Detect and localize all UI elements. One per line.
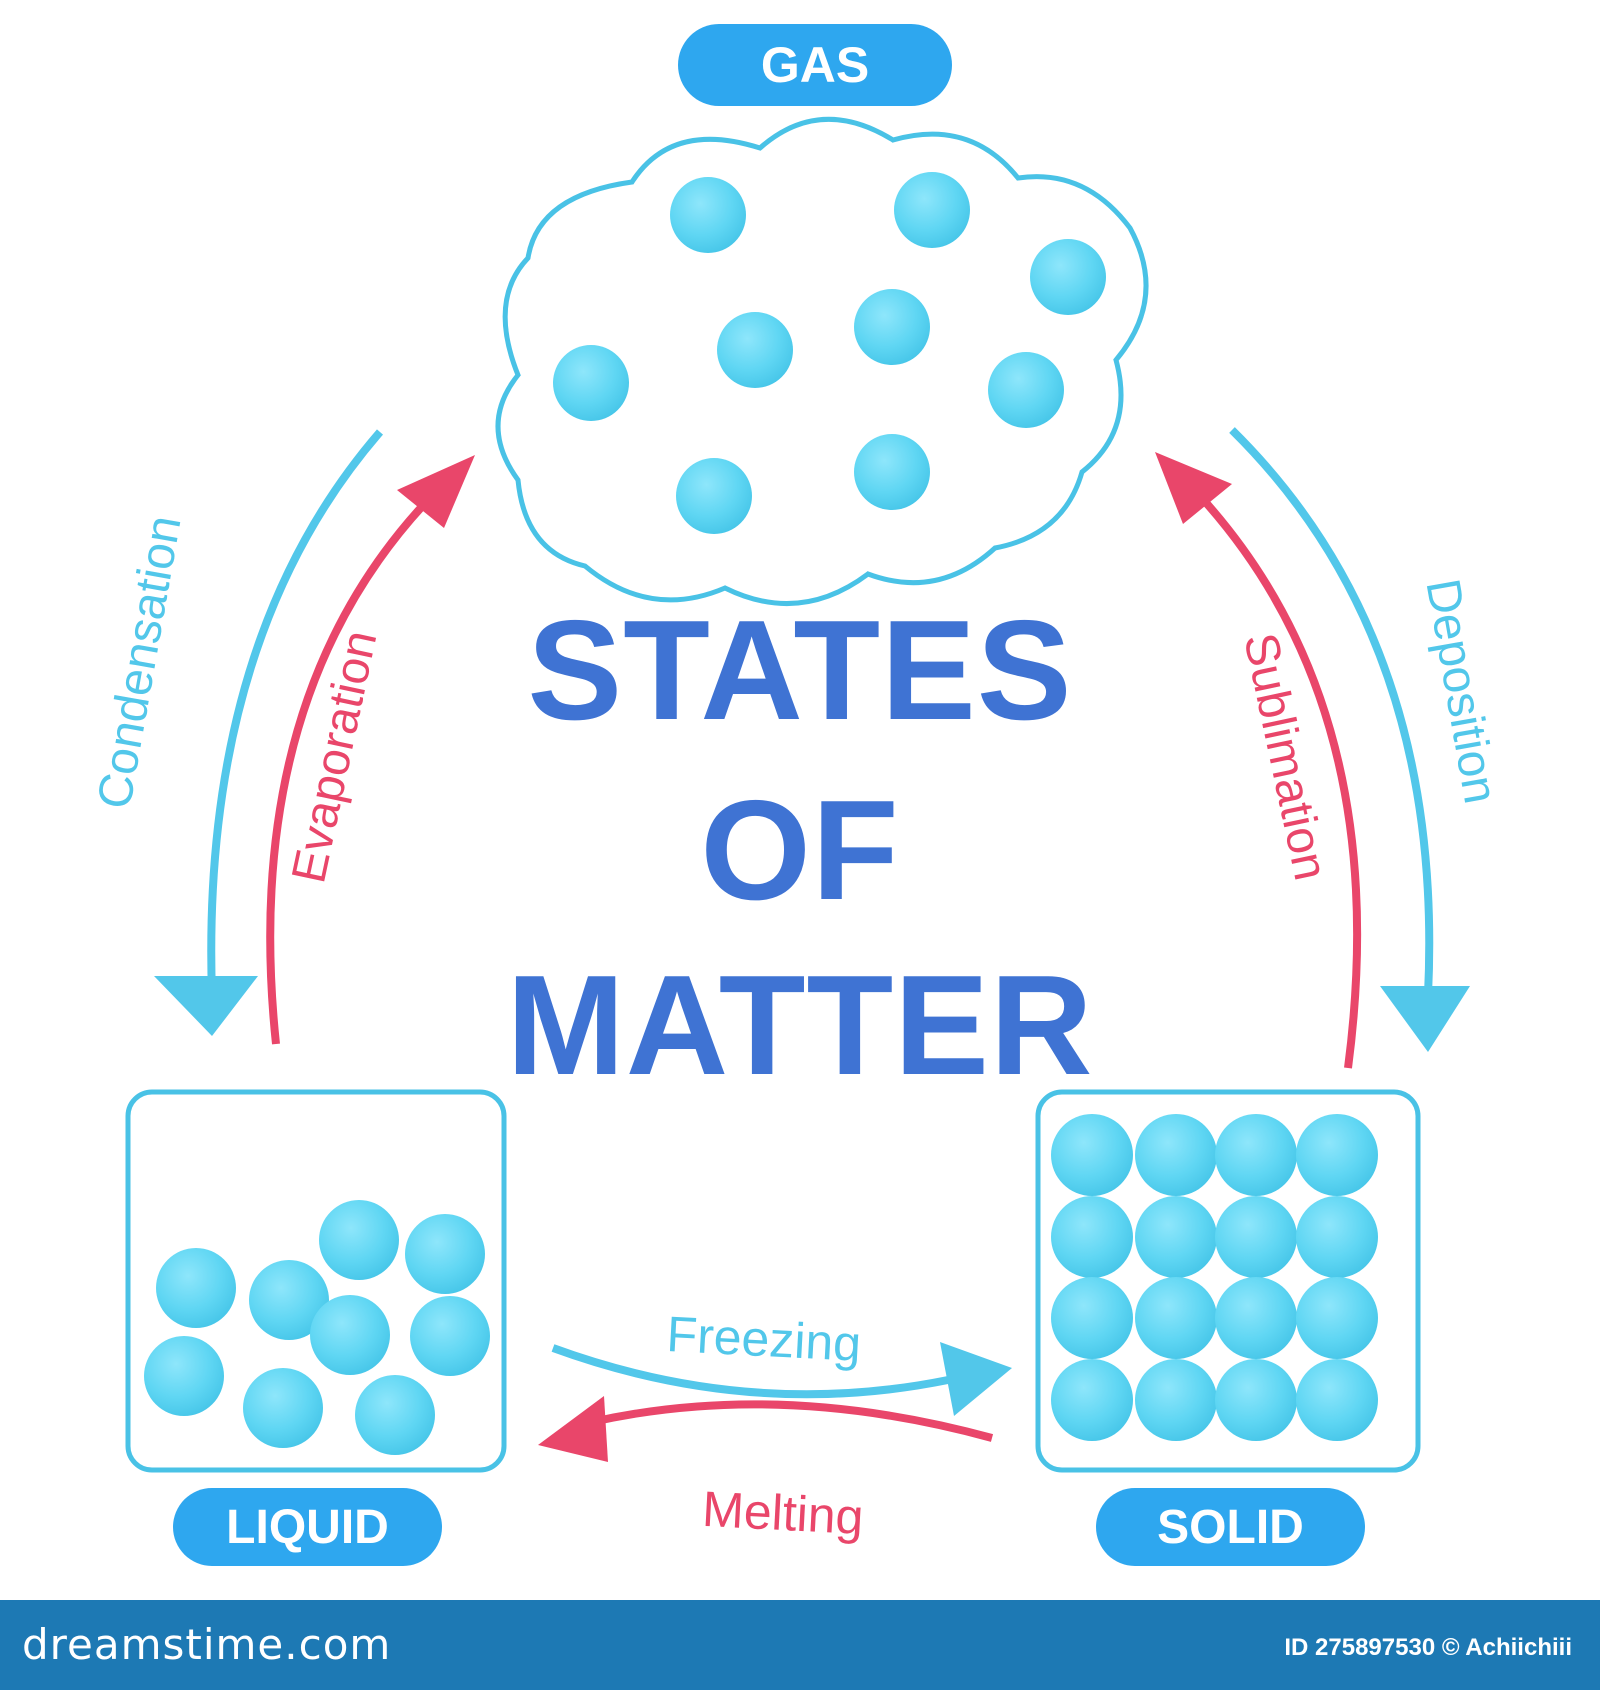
solid-particle-15: [1215, 1359, 1297, 1441]
solid-particle-3: [1215, 1114, 1297, 1196]
gas-label-text: GAS: [760, 37, 870, 93]
solid-label: SOLID: [1098, 1490, 1363, 1564]
gas-cloud: [495, 116, 1149, 606]
liquid-particles: [144, 1200, 490, 1455]
title-line-3: MATTER: [506, 946, 1094, 1105]
solid-particle-6: [1135, 1196, 1217, 1278]
liquid-container: [125, 1089, 507, 1473]
liquid-particle-8: [243, 1368, 323, 1448]
liquid-particle-2: [405, 1214, 485, 1294]
liquid-particle-9: [355, 1375, 435, 1455]
diagram-canvas: Condensation Evaporation Sublimation Dep…: [88, 116, 1507, 1545]
sublimation-arrowhead: [1155, 452, 1232, 524]
solid-particle-11: [1215, 1277, 1297, 1359]
gas-particle-7: [988, 352, 1064, 428]
liquid-particle-5: [410, 1296, 490, 1376]
title-line-1: STATES: [527, 591, 1073, 750]
solid-particle-9: [1051, 1277, 1133, 1359]
title-line-2: OF: [700, 771, 900, 930]
solid-container: [1035, 1089, 1421, 1473]
footer-site: dreamstime.com: [22, 1620, 392, 1669]
sublimation-arrow: [1155, 452, 1362, 1069]
solid-particle-2: [1135, 1114, 1217, 1196]
gas-particle-6: [553, 345, 629, 421]
gas-particle-8: [676, 458, 752, 534]
solid-particle-12: [1296, 1277, 1378, 1359]
liquid-label-text: LIQUID: [226, 1500, 389, 1554]
condensation-arrow: [154, 429, 384, 1036]
footer-bar: dreamstime.com ID 275897530 © Achiichiii: [0, 1600, 1600, 1690]
gas-particle-4: [717, 312, 793, 388]
evaporation-arrowhead: [397, 455, 475, 528]
gas-particle-2: [894, 172, 970, 248]
gas-label: GAS: [680, 26, 950, 104]
gas-particle-9: [854, 434, 930, 510]
deposition-arrowhead: [1380, 986, 1470, 1052]
melting-arrow: [538, 1396, 994, 1462]
states-of-matter-diagram: Condensation Evaporation Sublimation Dep…: [88, 26, 1507, 1564]
solid-particle-16: [1296, 1359, 1378, 1441]
gas-particle-5: [854, 289, 930, 365]
solid-particles: [1051, 1114, 1378, 1441]
solid-label-text: SOLID: [1157, 1500, 1304, 1554]
solid-particle-14: [1135, 1359, 1217, 1441]
freezing-arrowhead: [940, 1342, 1012, 1416]
solid-particle-1: [1051, 1114, 1133, 1196]
solid-particle-13: [1051, 1359, 1133, 1441]
liquid-particle-3: [156, 1248, 236, 1328]
deposition-arrow: [1229, 427, 1470, 1052]
solid-particle-5: [1051, 1196, 1133, 1278]
gas-cloud-outline: [495, 116, 1149, 606]
solid-particle-10: [1135, 1277, 1217, 1359]
gas-particles: [553, 172, 1106, 534]
solid-particle-7: [1215, 1196, 1297, 1278]
melting-label: Melting: [701, 1481, 865, 1545]
solid-particle-4: [1296, 1114, 1378, 1196]
evaporation-arrow: [266, 455, 475, 1045]
gas-particle-3: [1030, 239, 1106, 315]
solid-particle-8: [1296, 1196, 1378, 1278]
liquid-particle-6: [310, 1295, 390, 1375]
condensation-arrowhead: [154, 976, 258, 1036]
gas-particle-1: [670, 177, 746, 253]
footer-credit: ID 275897530 © Achiichiii: [1284, 1634, 1572, 1661]
liquid-particle-4: [249, 1260, 329, 1340]
freezing-arrow: [551, 1342, 1012, 1416]
melting-arrowhead: [538, 1396, 608, 1462]
freezing-label: Freezing: [665, 1306, 862, 1372]
liquid-label: LIQUID: [175, 1490, 440, 1564]
liquid-particle-7: [144, 1336, 224, 1416]
liquid-particle-1: [319, 1200, 399, 1280]
